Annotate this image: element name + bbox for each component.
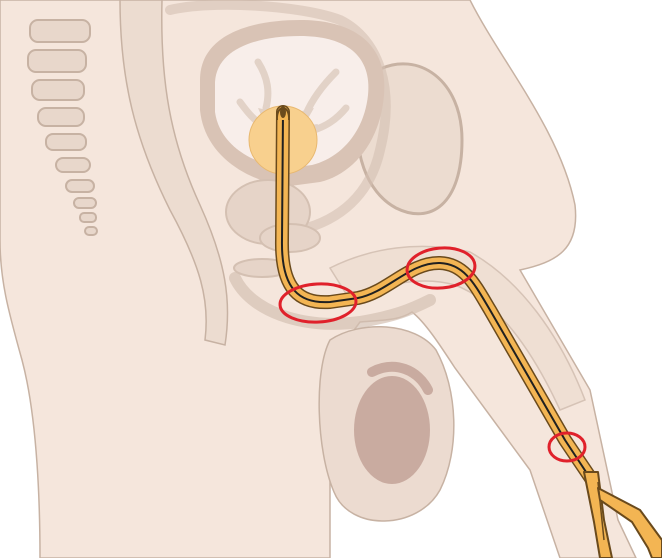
testis — [354, 376, 430, 484]
